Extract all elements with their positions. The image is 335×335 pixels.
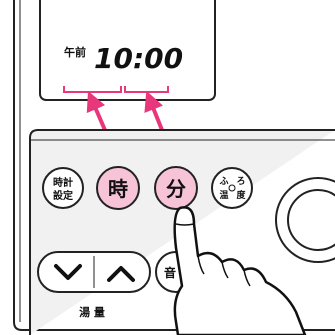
am-label: 午前 bbox=[64, 45, 86, 59]
chevron-down-icon bbox=[54, 264, 82, 280]
volume-rocker bbox=[37, 251, 151, 293]
bath-temp-label-1: ふ bbox=[219, 176, 228, 187]
time-readout: 10:00 bbox=[94, 42, 183, 75]
hour-button[interactable]: 時 bbox=[96, 166, 140, 210]
bath-temperature-button[interactable]: ふ ろ 温 度 bbox=[211, 167, 253, 209]
volume-down-button[interactable] bbox=[40, 254, 94, 290]
bath-temp-label-2: ろ bbox=[236, 176, 245, 187]
clock-set-button[interactable]: 時計 設定 bbox=[42, 167, 84, 209]
volume-label: 湯 量 bbox=[79, 305, 105, 319]
clock-set-label-1: 時計 bbox=[53, 176, 73, 189]
clock-set-label-2: 設定 bbox=[53, 189, 73, 202]
chevron-up-icon bbox=[107, 266, 135, 282]
rotary-knob-icon[interactable] bbox=[275, 177, 335, 263]
minute-button[interactable]: 分 bbox=[154, 166, 198, 210]
minute-button-label: 分 bbox=[166, 177, 186, 201]
bath-temp-label-4: 度 bbox=[236, 189, 246, 201]
bath-temp-label-3: 温 bbox=[219, 189, 228, 201]
sound-button-label: 音 bbox=[164, 265, 176, 280]
bath-temp-dot bbox=[228, 184, 236, 192]
hour-button-label: 時 bbox=[108, 177, 128, 201]
lcd-screen bbox=[39, 0, 216, 101]
device-body bbox=[13, 0, 335, 331]
volume-up-button[interactable] bbox=[94, 254, 148, 290]
pointing-hand-icon bbox=[173, 206, 307, 335]
